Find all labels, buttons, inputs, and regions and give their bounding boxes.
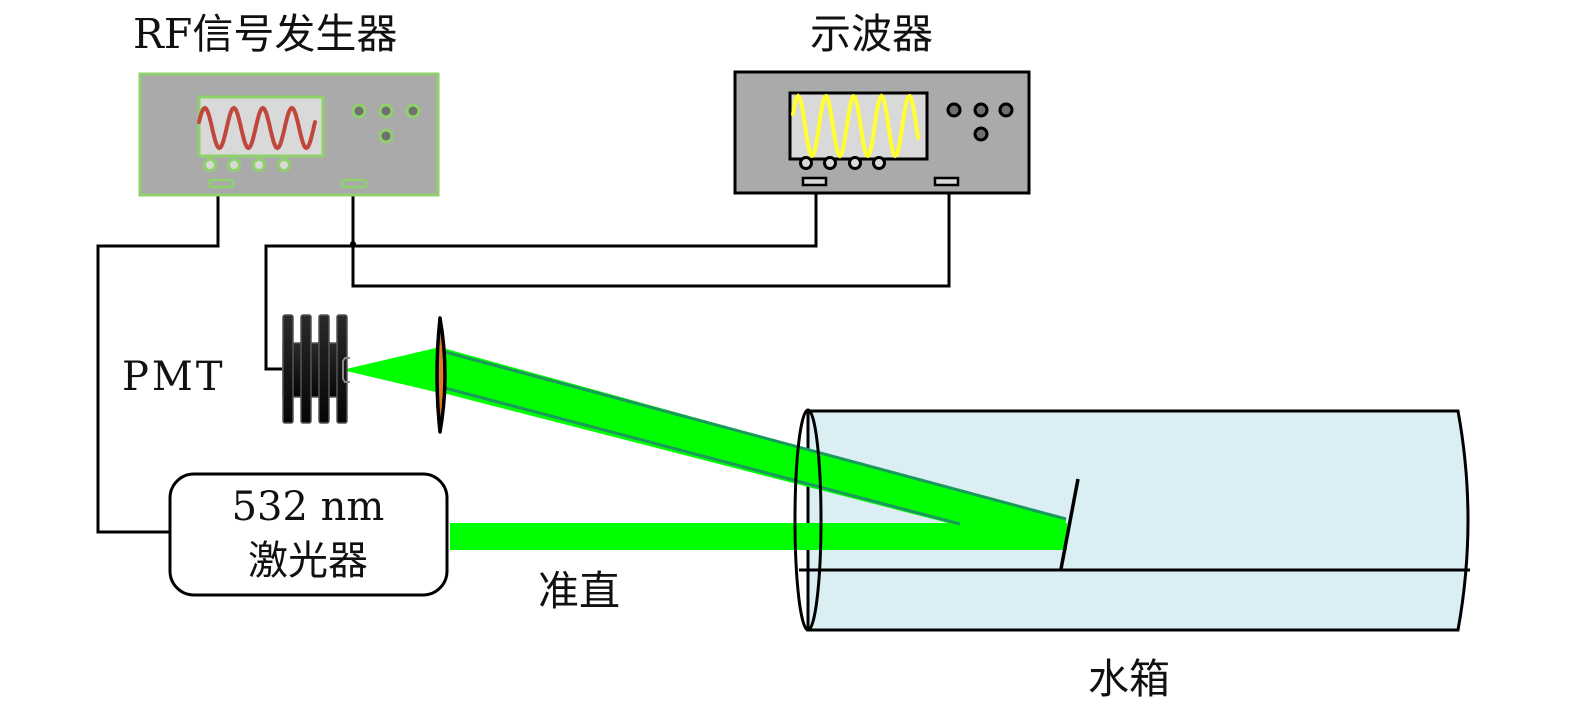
pmt bbox=[282, 314, 350, 424]
rf-waveform bbox=[197, 105, 317, 151]
oscilloscope-control-knobs bbox=[946, 102, 1014, 142]
oscilloscope bbox=[733, 70, 1031, 195]
rf-control-knob-4[interactable] bbox=[378, 128, 394, 144]
osc-input-port-2[interactable] bbox=[933, 176, 960, 187]
laser-box bbox=[168, 472, 449, 597]
rf-generator-label: RF信号发生器 bbox=[133, 10, 397, 58]
water-tank bbox=[799, 409, 1470, 632]
water-tank-label: 水箱 bbox=[1088, 655, 1170, 703]
osc-knob-3[interactable] bbox=[848, 156, 862, 170]
osc-knob-2[interactable] bbox=[823, 156, 837, 170]
water-tank-front-end bbox=[793, 408, 823, 632]
oscilloscope-waveform bbox=[791, 93, 920, 159]
rf-control-knob-1[interactable] bbox=[351, 103, 367, 119]
return-beam bbox=[443, 348, 1066, 549]
oscilloscope-label: 示波器 bbox=[810, 10, 933, 58]
return-beam-lower-edge bbox=[444, 386, 961, 526]
osc-control-knob-4[interactable] bbox=[973, 126, 989, 142]
laser: 532 nm 激光器 bbox=[168, 472, 449, 597]
collimated-beam bbox=[450, 523, 1067, 550]
rf-control-knob-2[interactable] bbox=[378, 103, 394, 119]
rf-control-knobs bbox=[351, 103, 421, 144]
laser-beams bbox=[342, 347, 1067, 550]
pmt-fin-3 bbox=[318, 314, 330, 424]
pmt-window bbox=[342, 357, 350, 383]
wire-junction bbox=[350, 241, 356, 247]
pmt-fin-2 bbox=[300, 314, 312, 424]
rf-knob-4[interactable] bbox=[277, 158, 291, 172]
wires bbox=[96, 193, 951, 534]
osc-control-knob-2[interactable] bbox=[973, 102, 989, 118]
rf-screen-knobs bbox=[203, 158, 291, 172]
osc-knob-4[interactable] bbox=[872, 156, 886, 170]
rf-knob-2[interactable] bbox=[227, 158, 241, 172]
pmt-label: PMT bbox=[122, 354, 226, 400]
wire-rf-to-laser bbox=[96, 195, 220, 534]
osc-control-knob-1[interactable] bbox=[946, 102, 962, 118]
rf-output-port-1[interactable] bbox=[207, 178, 235, 189]
laser-name-label: 激光器 bbox=[248, 538, 368, 584]
oscilloscope-screen-knobs bbox=[799, 156, 886, 170]
focused-beam-cone bbox=[342, 347, 440, 393]
lens bbox=[435, 316, 447, 434]
wire-pmt-to-oscilloscope bbox=[264, 193, 818, 371]
osc-knob-1[interactable] bbox=[799, 156, 813, 170]
rf-control-knob-3[interactable] bbox=[405, 103, 421, 119]
osc-input-port-1[interactable] bbox=[801, 176, 828, 187]
target-plate bbox=[1059, 478, 1080, 570]
osc-control-knob-3[interactable] bbox=[998, 102, 1014, 118]
collimation-label: 准直 bbox=[538, 567, 620, 615]
laser-wavelength-label: 532 nm bbox=[232, 484, 385, 530]
return-beam-upper-edge bbox=[444, 350, 1067, 521]
rf-knob-1[interactable] bbox=[203, 158, 217, 172]
water-tank-body bbox=[806, 409, 1470, 632]
pmt-fin-1 bbox=[282, 314, 294, 424]
wire-rf-to-oscilloscope bbox=[351, 193, 951, 288]
rf-knob-3[interactable] bbox=[252, 158, 266, 172]
rf-generator bbox=[138, 72, 440, 197]
rf-output-port-2[interactable] bbox=[340, 178, 368, 189]
